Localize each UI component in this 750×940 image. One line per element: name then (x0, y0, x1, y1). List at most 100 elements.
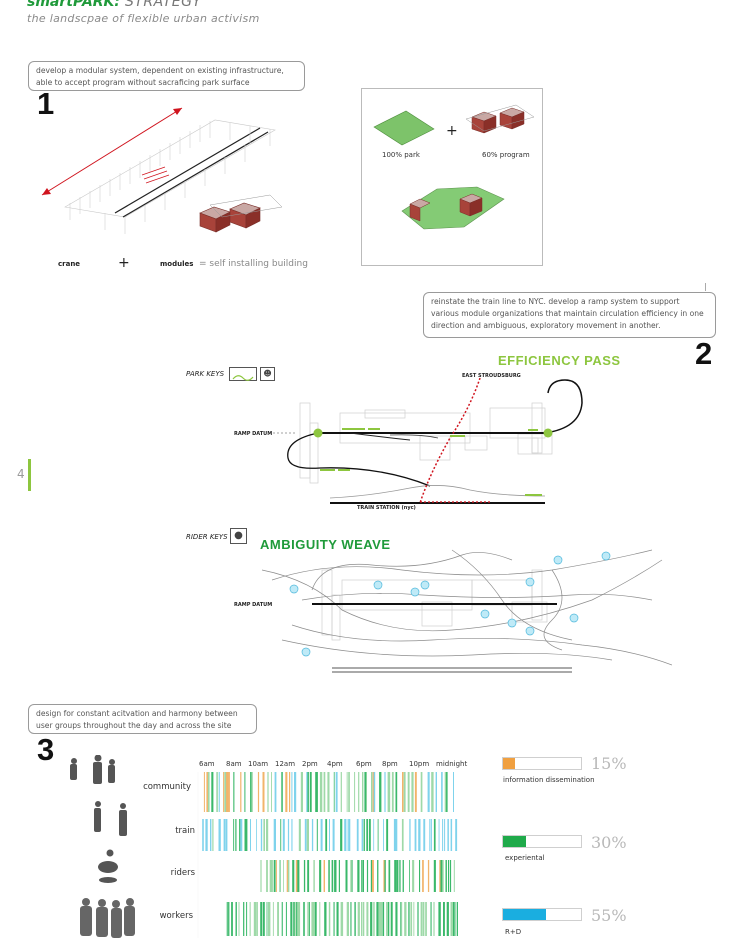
community-activity-bar (333, 772, 335, 812)
train-activity-bar (363, 819, 365, 851)
workers-activity-bar (243, 902, 245, 936)
workers-activity-bar (260, 902, 263, 936)
train-activity-bar (280, 819, 282, 851)
park-percent-label: 100% park (382, 151, 420, 159)
workers-activity-bar (386, 902, 388, 936)
module-blocks (199, 194, 283, 233)
riders-activity-bar (453, 860, 455, 892)
workers-activity-bar (433, 902, 435, 936)
workers-activity-bar (443, 902, 445, 936)
community-activity-bar (441, 772, 443, 812)
train-activity-bar (210, 819, 212, 851)
workers-activity-bar (425, 902, 427, 936)
workers-activity-bar (420, 902, 423, 936)
community-activity-bar (402, 772, 404, 812)
riders-activity-bar (358, 860, 360, 892)
program-modules (465, 104, 535, 134)
train-activity-bar (393, 819, 395, 851)
workers-activity-bar (404, 902, 407, 936)
workers-activity-bar (272, 902, 274, 936)
train-activity-bar (304, 819, 307, 851)
workers-activity-bar (422, 902, 424, 936)
workers-activity-bar (296, 902, 298, 936)
train-activity-bar (433, 819, 436, 851)
workers-activity-bar (417, 902, 419, 936)
workers-activity-bar (290, 902, 293, 936)
train-activity-bar (431, 819, 432, 851)
riders-activity-bar (286, 860, 288, 892)
train-activity-bar (233, 819, 235, 851)
riders-activity-bar (419, 860, 421, 892)
east-stroudsburg-label: EAST STROUDSBURG (462, 373, 521, 379)
plus-sign: + (118, 255, 130, 271)
train-activity-bar (223, 819, 226, 851)
workers-activity-bar (401, 902, 403, 936)
community-activity-bar (373, 772, 376, 812)
section1-number: 1 (37, 86, 55, 121)
modules-label: modules (160, 260, 194, 268)
legend-info-fill (503, 758, 515, 769)
ambiguity-weave-plan (261, 549, 672, 673)
workers-activity-bar (226, 902, 228, 936)
train-activity-bar (438, 819, 440, 851)
workers-activity-bar (277, 902, 279, 936)
community-activity-bar (358, 772, 360, 812)
community-activity-bar (335, 772, 338, 812)
community-activity-bar (346, 772, 348, 812)
row-label-community: community (143, 782, 191, 792)
workers-activity-bars (226, 902, 458, 936)
community-activity-bar (300, 772, 303, 812)
train-activity-bar (282, 819, 285, 851)
train-activity-bar (332, 819, 335, 851)
workers-activity-bar (380, 902, 383, 936)
time-4pm: 4pm (327, 760, 343, 768)
community-activity-bar (435, 772, 437, 812)
workers-activity-bar (410, 902, 413, 936)
workers-activity-bar (454, 902, 456, 936)
workers-activity-bar (333, 902, 335, 936)
time-midnight: midnight (436, 760, 468, 768)
workers-activity-bar (262, 902, 265, 936)
workers-activity-bar (256, 902, 258, 936)
community-activity-bar (226, 772, 229, 812)
train-activity-bar (316, 819, 318, 851)
riders-activity-bar (445, 860, 447, 892)
train-activity-bar (212, 819, 214, 851)
community-activity-bar (228, 772, 230, 812)
riders-activity-bar (396, 860, 399, 892)
community-activity-bar (309, 772, 312, 812)
row-label-riders: riders (170, 868, 195, 878)
community-activity-bar (354, 772, 356, 812)
legend-experiental-percent: 30% (591, 833, 627, 852)
community-activity-bar (395, 772, 398, 812)
train-activity-bar (256, 819, 257, 851)
train-activity-bar (373, 819, 375, 851)
connector-line (705, 283, 706, 291)
workers-activity-bar (452, 902, 455, 936)
train-activity-bar (429, 819, 431, 851)
workers-activity-bar (312, 902, 315, 936)
riders-activity-bar (328, 860, 330, 892)
train-activity-bar (377, 819, 379, 851)
worker-figures (80, 898, 135, 938)
riders-activity-bar (383, 860, 386, 892)
riders-activity-bar (331, 860, 334, 892)
community-activity-bar (224, 772, 227, 812)
community-activity-bar (362, 772, 364, 812)
crane-label: crane (58, 260, 81, 268)
train-activity-bar (409, 819, 411, 851)
row-label-workers: workers (159, 911, 193, 921)
legend-rd-fill (503, 909, 546, 920)
train-activity-bars (202, 819, 458, 851)
riders-activity-bar (350, 860, 353, 892)
community-activity-bar (240, 772, 242, 812)
train-activity-bar (246, 819, 248, 851)
train-activity-bar (361, 819, 364, 851)
train-activity-bar (366, 819, 368, 851)
time-2pm: 2pm (302, 760, 318, 768)
time-6am: 6am (199, 760, 215, 768)
riders-activity-bar (271, 860, 273, 892)
riders-activity-bar (297, 860, 300, 892)
riders-activity-bar (313, 860, 315, 892)
community-activity-bar (218, 772, 220, 812)
